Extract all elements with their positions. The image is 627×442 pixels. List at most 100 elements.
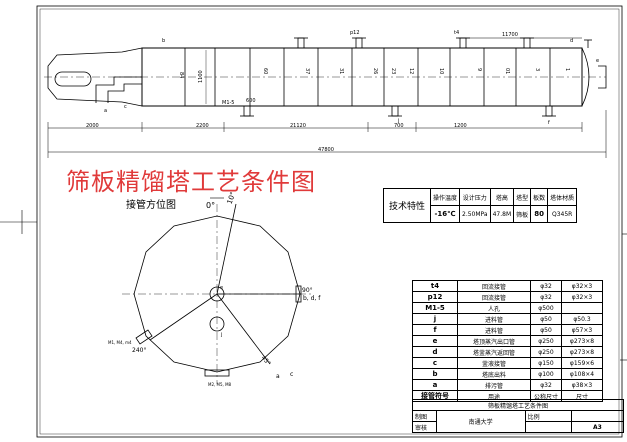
nozzle-symbol: p12 — [412, 291, 458, 303]
nozzle-symbol: c — [412, 357, 458, 369]
nozzle-purpose: 进料管 — [457, 324, 531, 336]
nozzle-tag-d: d — [570, 38, 573, 44]
tray-label: 26 — [372, 68, 378, 74]
orient-240: 240° — [132, 347, 146, 354]
nozzle-dn: φ32 — [530, 280, 562, 292]
tech-header: 塔高 — [489, 188, 515, 206]
nozzle-dn: φ250 — [530, 335, 562, 347]
nozzle-symbol: M1-5 — [412, 302, 458, 314]
orientation-diagram — [122, 197, 314, 384]
nozzle-purpose: 塔顶蒸汽出口管 — [457, 335, 531, 347]
tech-value: 47.8M — [489, 205, 515, 223]
nozzle-size: φ57×3 — [561, 324, 603, 336]
nozzle-dn: φ250 — [530, 346, 562, 358]
nozzle-schedule-table: t4 回流接管 φ32 φ32×3 p12 回流接管 φ32 φ32×3 M1-… — [412, 280, 603, 402]
orient-10: 10° — [226, 191, 238, 205]
tech-header: 板数 — [530, 188, 549, 206]
tech-header: 设计压力 — [459, 188, 491, 206]
nozzle-dn: φ32 — [530, 379, 562, 391]
table-row: j 进料管 φ50 φ50.3 — [412, 313, 603, 325]
orient-left-note: M1, M4, m4 — [108, 340, 132, 345]
tech-value: Q345R — [547, 205, 578, 223]
top-nozzle — [598, 65, 607, 89]
school-name: 南通大学 — [435, 410, 526, 433]
table-row: f 进料管 φ50 φ57×3 — [412, 324, 603, 336]
nozzle-size: φ32×3 — [561, 291, 603, 303]
nozzle-dn: φ500 — [530, 302, 562, 314]
drawing-name: 筛板精馏塔工艺条件图 — [412, 399, 624, 411]
tray-label: 37 — [304, 68, 310, 74]
nozzle-symbol: b — [412, 368, 458, 380]
nozzle-size: φ32×3 — [561, 280, 603, 292]
nozzle-size: φ273×8 — [561, 335, 603, 347]
tech-value: -16℃ — [429, 205, 461, 223]
nozzle-tag-m: M1-5 — [222, 100, 234, 106]
nozzle-symbol: e — [412, 335, 458, 347]
table-row: e 塔顶蒸汽出口管 φ250 φ273×8 — [412, 335, 603, 347]
nozzle-purpose: 人孔 — [457, 302, 531, 314]
drawing-border-inner — [39, 8, 620, 435]
tech-value: 2.50MPa — [459, 205, 491, 223]
orient-0: 0° — [206, 201, 215, 210]
orient-right-letters: b, d, f — [303, 295, 321, 302]
tech-header: 操作温度 — [429, 188, 461, 206]
nozzle-tag-f: f — [548, 120, 550, 126]
tech-value: 筛板 — [513, 205, 532, 223]
dim-1200: 1200 — [454, 123, 467, 129]
nozzle-symbol: j — [412, 313, 458, 325]
nozzle-dn: φ32 — [530, 291, 562, 303]
nozzle-tag-j: j — [397, 118, 399, 124]
orient-c: c — [290, 371, 293, 378]
nozzle-size: φ159×6 — [561, 357, 603, 369]
nozzle-size: φ273×8 — [561, 346, 603, 358]
dim-21120: 21120 — [290, 123, 306, 129]
nozzle-tag-e: e — [596, 58, 599, 64]
nozzle-tag-t: t4 — [454, 30, 459, 36]
dimension-lines — [47, 37, 607, 158]
nozzle-purpose: 回流接管 — [457, 280, 531, 292]
orient-a: a — [276, 373, 280, 380]
nozzle-purpose: 回流接管 — [457, 291, 531, 303]
nozzle-size: φ38×3 — [561, 379, 603, 391]
dim-11700: 11700 — [502, 32, 518, 38]
nozzle-size: φ108×4 — [561, 368, 603, 380]
orient-45: 45° — [260, 355, 272, 368]
tech-header: 塔型 — [513, 188, 532, 206]
tray-label: 01 — [504, 68, 510, 74]
skirt-access-opening — [54, 71, 92, 87]
tech-header: 塔体材质 — [547, 188, 578, 206]
orient-90: 90° — [302, 287, 313, 294]
reboiler-line — [95, 76, 142, 103]
nozzle-dn: φ50 — [530, 324, 562, 336]
nozzle-purpose: 塔釜蒸汽返回管 — [457, 346, 531, 358]
tray-label: 3 — [534, 68, 540, 71]
nozzle-purpose: 塔底出料 — [457, 368, 531, 380]
tech-value: 80 — [530, 205, 549, 223]
dim-1100: 1100 — [198, 70, 204, 83]
nozzle-purpose: 进料管 — [457, 313, 531, 325]
nozzle-purpose: 釜液接管 — [457, 357, 531, 369]
nozzle-size: φ50.3 — [561, 313, 603, 325]
tray-label: 9 — [476, 68, 482, 71]
orient-j: j — [220, 332, 222, 338]
table-row: t4 回流接管 φ32 φ32×3 — [412, 280, 603, 292]
nozzle-tag-a: a — [104, 108, 107, 114]
nozzle-symbol: t4 — [412, 280, 458, 292]
table-row: M1-5 人孔 φ500 — [412, 302, 603, 314]
dim-2000: 2000 — [86, 123, 99, 129]
orient-e: e — [220, 285, 223, 291]
orientation-title: 接管方位图 — [126, 200, 176, 211]
title-block: 筛板精馏塔工艺条件图 制图 南通大学 比例 审核 A3 — [412, 399, 625, 433]
nozzle-size — [561, 302, 603, 314]
nozzle-tag-c: c — [124, 104, 127, 110]
technical-characteristics-table: 技术特性 操作温度 设计压力 塔高 塔型 板数 塔体材质 -16℃ 2.50MP… — [383, 188, 578, 223]
check-label: 审核 — [412, 421, 437, 433]
nozzle-purpose: 排污管 — [457, 379, 531, 391]
tray-label: 84 — [178, 72, 184, 78]
draw-label: 制图 — [412, 410, 437, 422]
nozzle-j-circle — [209, 316, 225, 332]
table-row: b 塔底出料 φ100 φ108×4 — [412, 368, 603, 380]
reboiler-line-2 — [107, 83, 142, 103]
nozzle-symbol: f — [412, 324, 458, 336]
